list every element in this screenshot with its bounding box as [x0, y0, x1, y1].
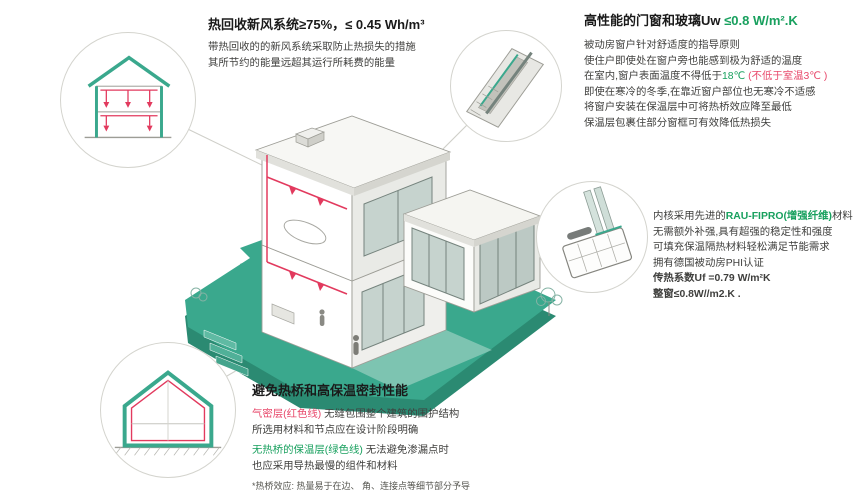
- thermal-section-drawing: [114, 370, 222, 456]
- bathtub: [283, 219, 327, 245]
- insulation-strip: [479, 53, 519, 107]
- person-outdoor: [353, 335, 359, 355]
- gasket-seal: [595, 225, 622, 236]
- window-corner-drawing: [465, 48, 545, 128]
- person-indoor: [319, 309, 325, 326]
- section-roof: [87, 55, 171, 88]
- air-flow-arrows: [103, 101, 153, 132]
- profile-chambers: [568, 233, 625, 272]
- profile-line-1-suffix: 材料: [831, 211, 853, 222]
- windows-text-block: 高性能的门窗和玻璃Uw ≤0.8 W/m².K 被动房窗户针对舒适度的指导原则 …: [584, 12, 862, 132]
- windows-line-3-black: 在室内,窗户表面温度不得低于: [584, 71, 722, 83]
- glazing-line: [485, 51, 533, 115]
- ventilation-body: 带热回收的的新风系统采取防止热损失的措施 其所节约的能量远超其运行所耗费的能量: [208, 40, 488, 71]
- windows-line-3-red: (不低于室温3℃ ): [745, 71, 828, 83]
- ventilation-text-block: 热回收新风系统≥75%，≤ 0.45 Wh/m³ 带热回收的的新风系统采取防止热…: [208, 16, 488, 71]
- thermal-bridge-footnote: *热桥效应: 热量易于在边、 角、连接点等细节部分予导: [252, 481, 471, 492]
- windows-line-3-green: 18℃: [721, 71, 746, 83]
- profile-line-4: 拥有德国被动房PHI认证: [653, 257, 764, 269]
- tree-right: [536, 287, 563, 316]
- windows-line-4: 即使在寒冷的冬季,在靠近窗户部位也无寒冷不适感: [584, 86, 816, 98]
- kitchen-counter: [271, 303, 295, 325]
- ventilation-body-line-1: 带热回收的的新风系统采取防止热损失的措施: [208, 42, 416, 53]
- ventilation-title: 热回收新风系统≥75%，≤ 0.45 Wh/m³: [208, 17, 425, 32]
- hatch-lines: [470, 85, 499, 116]
- fresh-air-ducts: [100, 89, 158, 126]
- windows-line-2: 使住户即使处在窗户旁也能感到极为舒适的温度: [584, 55, 803, 67]
- insulation-layer-label: 无热桥的保温层(绿色线): [252, 445, 363, 457]
- thermal-envelope-circle: [100, 342, 236, 478]
- profile-line-1-green: RAU-FIPRO(增强纤维): [725, 211, 832, 222]
- profile-line-3: 可填充保温隔热材料轻松满足节能需求: [653, 242, 830, 254]
- window-detail-circle: [450, 30, 562, 142]
- profile-line-2: 无需额外补强,具有超强的稳定性和强度: [653, 226, 833, 238]
- thermal-line-3-rest: 无法避免渗漏点时: [362, 445, 449, 457]
- windows-body: 被动房窗户针对舒适度的指导原则 使住户即使处在窗户旁也能感到极为舒适的温度 在室…: [584, 38, 862, 132]
- frame-profile-drawing: [562, 186, 633, 279]
- ventilation-ducts: [266, 155, 348, 295]
- thermal-text-block: 避免热桥和高保温密封性能 气密层(红色线) 无缝包围整个建筑的围护结构 所选用材…: [252, 382, 592, 492]
- ventilation-detail-circle: [60, 32, 196, 168]
- thermal-line-3: 无热桥的保温层(绿色线) 无法避免渗漏点时: [252, 443, 592, 459]
- tree-left: [190, 287, 208, 302]
- thermal-line-2: 所选用材料和节点应在设计阶段明确: [252, 424, 419, 436]
- windows-line-6: 保温层包裹住部分窗框可有效降低热损失: [584, 117, 772, 129]
- glass-wing: [402, 189, 542, 313]
- terrace: [352, 330, 492, 390]
- windows-title: 高性能的门窗和玻璃Uw ≤0.8 W/m².K: [584, 12, 862, 29]
- house: [254, 115, 542, 369]
- thermal-line-1-rest: 无缝包围整个建筑的围护结构: [321, 409, 460, 420]
- windows-title-value: ≤0.8 W/m².K: [724, 13, 798, 28]
- thermal-line-1: 气密层(红色线) 无缝包围整个建筑的围护结构: [252, 407, 592, 423]
- rooftop-hvac-unit: [295, 127, 325, 148]
- profile-uf-value: 传热系数Uf =0.79 W/m²K: [653, 273, 771, 285]
- windows-title-prefix: 高性能的门窗和玻璃Uw: [584, 13, 725, 28]
- windows-line-1: 被动房窗户针对舒适度的指导原则: [584, 40, 740, 51]
- window-handle: [567, 227, 592, 240]
- windows-line-3: 在室内,窗户表面温度不得低于18℃ (不低于室温3℃ ): [584, 69, 862, 85]
- profile-line-1-black: 内核采用先进的: [653, 211, 726, 222]
- ground-hatch: [114, 447, 220, 456]
- airtight-red-line: [130, 379, 206, 442]
- windows-line-5: 将窗户安装在保温层中可将热桥效应降至最低: [584, 102, 792, 114]
- ventilation-body-line-2: 其所节约的能量远超其运行所耗费的能量: [208, 57, 396, 69]
- thermal-line-4: 也应采用导热最慢的组件和材料: [252, 460, 398, 472]
- garden-steps: [203, 329, 249, 377]
- frame-profile-circle: [536, 181, 648, 293]
- profile-uw-value: 整窗≤0.8W//m2.K .: [653, 288, 741, 300]
- ventilation-section-drawing: [84, 55, 172, 139]
- thermal-title: 避免热桥和高保温密封性能: [252, 383, 409, 398]
- thermal-body: 气密层(红色线) 无缝包围整个建筑的围护结构 所选用材料和节点应在设计阶段明确 …: [252, 407, 592, 492]
- duct-arrows: [289, 186, 324, 291]
- frame-profile-text-block: 内核采用先进的RAU-FIPRO(增强纤维)材料 无需额外补强,具有超强的稳定性…: [653, 209, 863, 303]
- profile-line-1: 内核采用先进的RAU-FIPRO(增强纤维)材料: [653, 209, 863, 225]
- airtight-layer-label: 气密层(红色线): [252, 409, 322, 420]
